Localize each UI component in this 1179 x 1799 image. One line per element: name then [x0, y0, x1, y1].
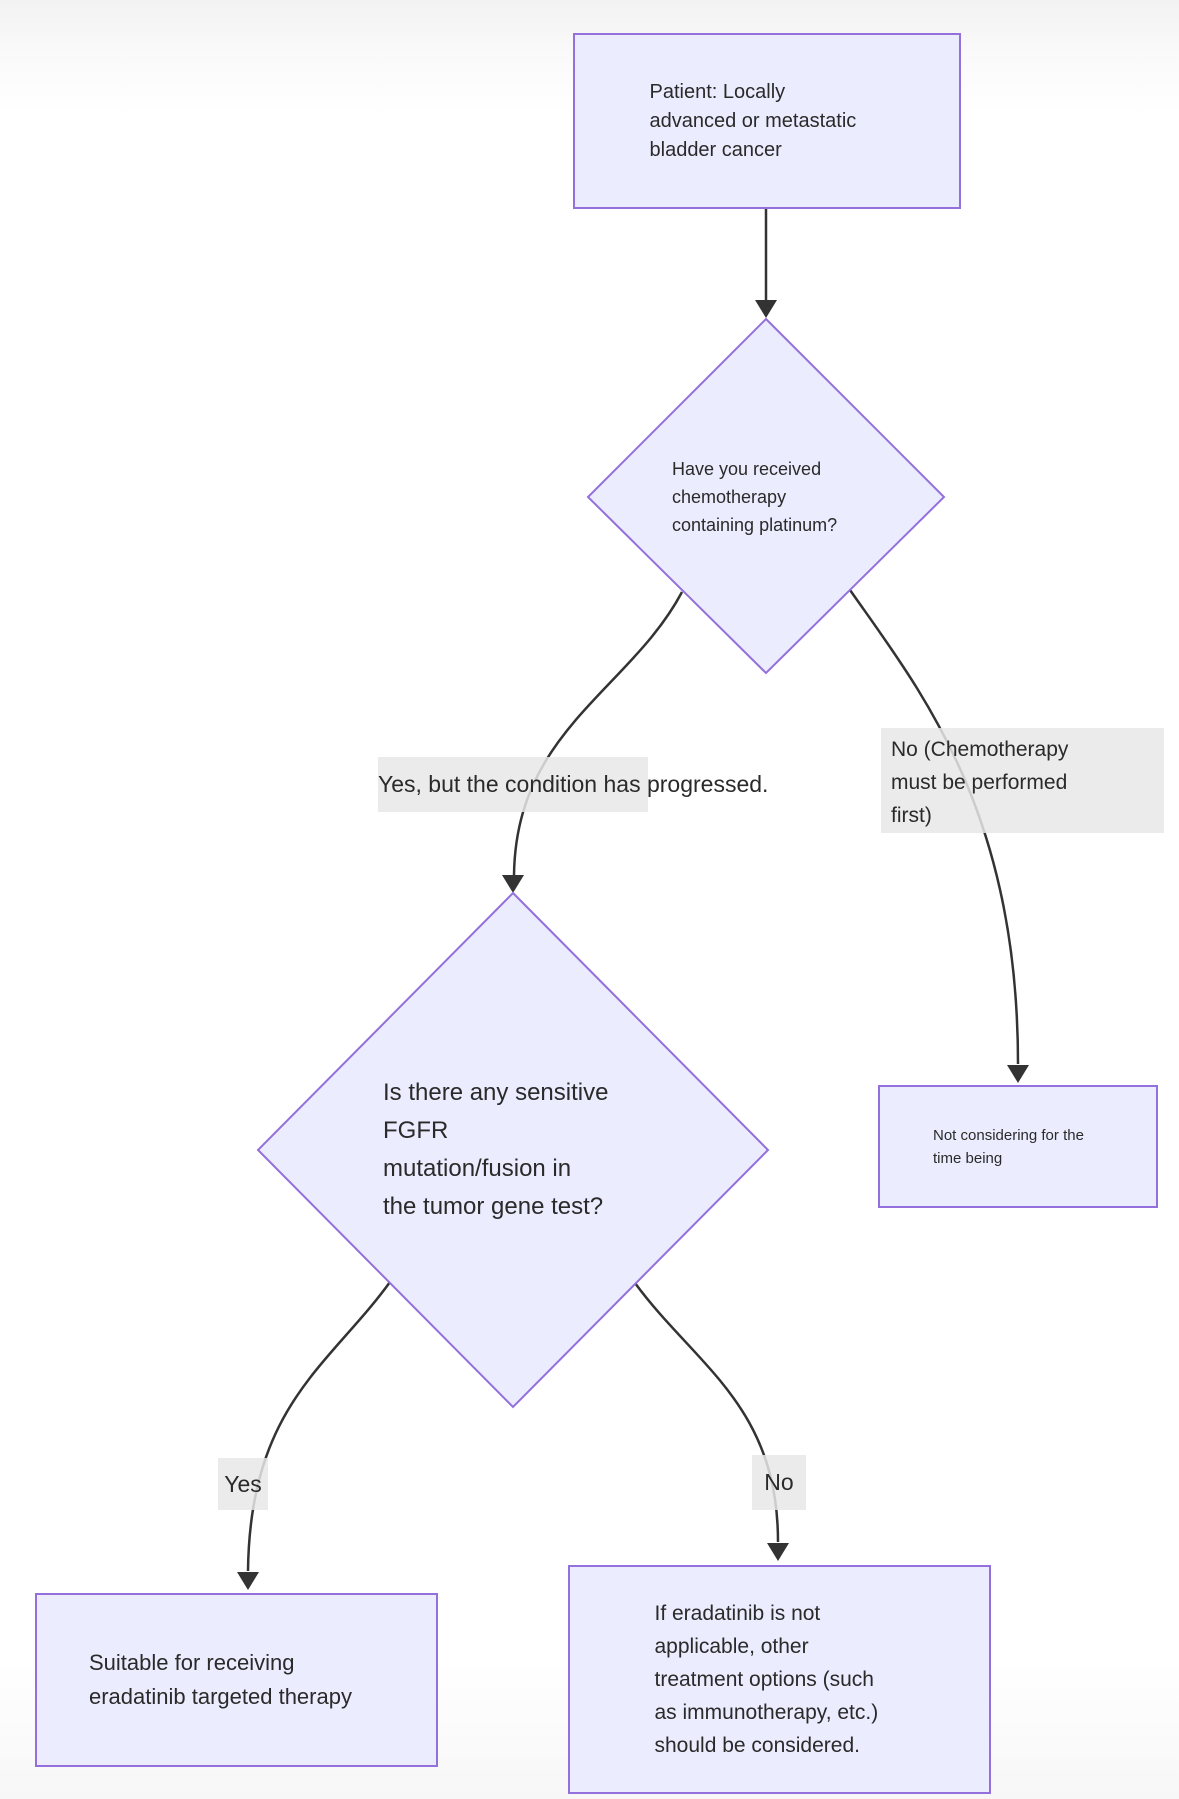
node-patient-text: Patient: Locally advanced or metastatic …	[649, 80, 857, 161]
arrowhead-not-considering	[1007, 1065, 1029, 1083]
arrowhead-other-treatment	[767, 1543, 789, 1561]
arrowhead-fgfr	[502, 875, 524, 893]
node-other-treatment-text: If eradatinib is not applicable, other t…	[654, 1602, 879, 1757]
decision-diamond-platinum	[586, 317, 946, 675]
arrowhead-targeted-therapy	[237, 1572, 259, 1590]
edge-label-no: No	[752, 1455, 806, 1510]
node-not-considering: Not considering for the time being	[878, 1085, 1158, 1208]
node-patient: Patient: Locally advanced or metastatic …	[573, 33, 961, 209]
decision-diamond-fgfr	[256, 891, 770, 1409]
edge-label-yes-progressed: Yes, but the condition has progressed.	[378, 757, 768, 812]
node-targeted-therapy-text: Suitable for receiving eradatinib target…	[89, 1650, 352, 1709]
node-other-treatment: If eradatinib is not applicable, other t…	[568, 1565, 991, 1794]
edge-label-yes-progressed-text: Yes, but the condition has progressed.	[378, 771, 769, 797]
node-not-considering-text: Not considering for the time being	[933, 1126, 1084, 1167]
edge-yes-progressed	[512, 591, 684, 876]
edge-label-yes: Yes	[218, 1458, 268, 1510]
node-targeted-therapy: Suitable for receiving eradatinib target…	[35, 1593, 438, 1767]
arrowhead-platinum	[755, 300, 777, 318]
edge-yes	[246, 1281, 392, 1572]
edge-label-no-chemo-first: No (Chemotherapy must be performed first…	[881, 728, 1164, 833]
